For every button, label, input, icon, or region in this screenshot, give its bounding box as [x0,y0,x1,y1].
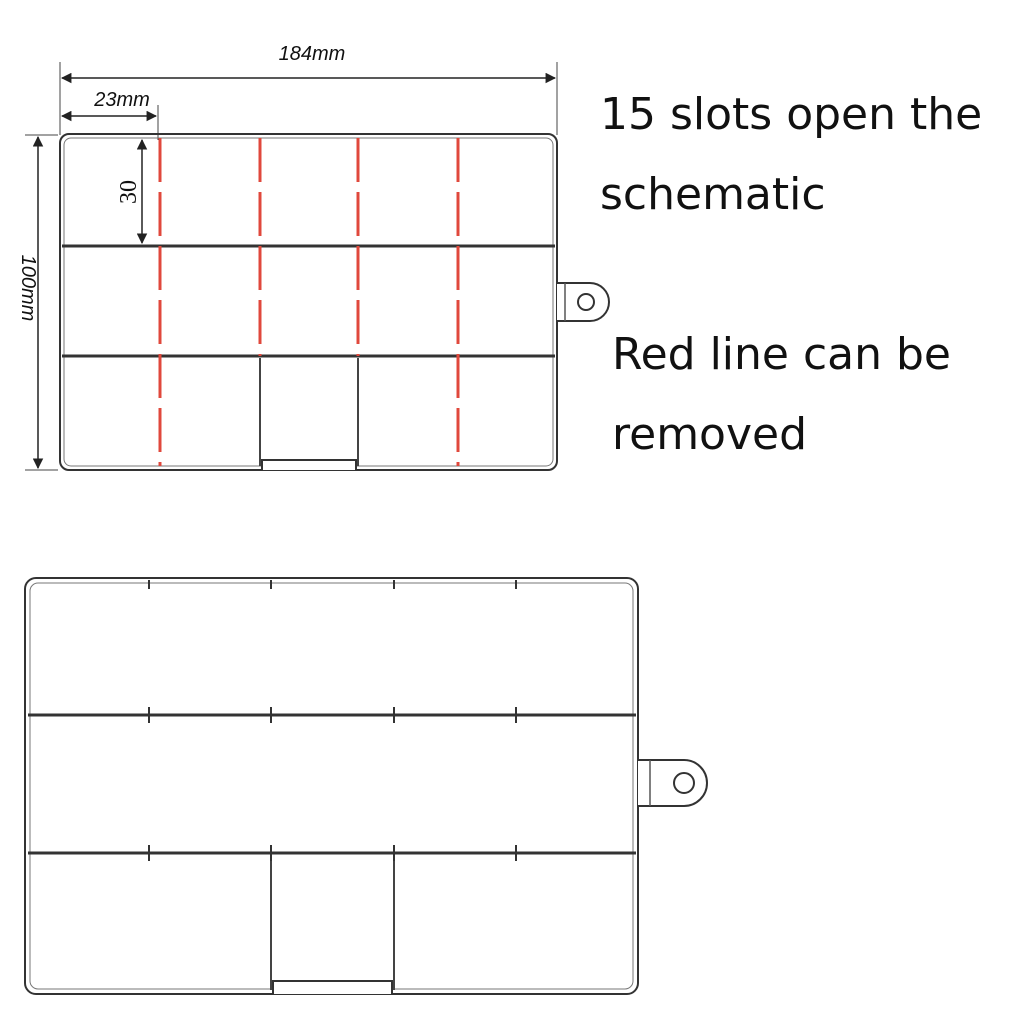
slot-width-dimension: 23mm [60,89,159,140]
top-diagram: 184mm 23mm 100mm 30 [17,43,610,471]
bottom-center-notch [272,980,393,994]
caption-slots: 15 slots open the schematic [600,89,983,220]
slot-height-dimension: 30 [116,138,148,245]
top-center-notch [261,459,357,470]
height-label: 100mm [17,255,39,322]
bottom-hinge-tab [638,759,708,807]
bottom-box-inner-outline [29,582,634,990]
height-dimension: 100mm [17,134,58,471]
bottom-diagram [24,577,708,995]
slot-height-label: 30 [116,180,142,204]
slot-tick-marks [148,580,517,861]
width-dimension: 184mm [59,43,558,135]
slot-width-label: 23mm [93,89,150,111]
bottom-box-outline [24,577,639,995]
removable-dividers [158,138,460,466]
top-hinge-tab [557,282,610,322]
bottom-hinge-hole [673,772,695,794]
top-hinge-hole [577,293,595,311]
caption-removable: Red line can be removed [612,329,952,460]
width-label: 184mm [279,43,346,65]
